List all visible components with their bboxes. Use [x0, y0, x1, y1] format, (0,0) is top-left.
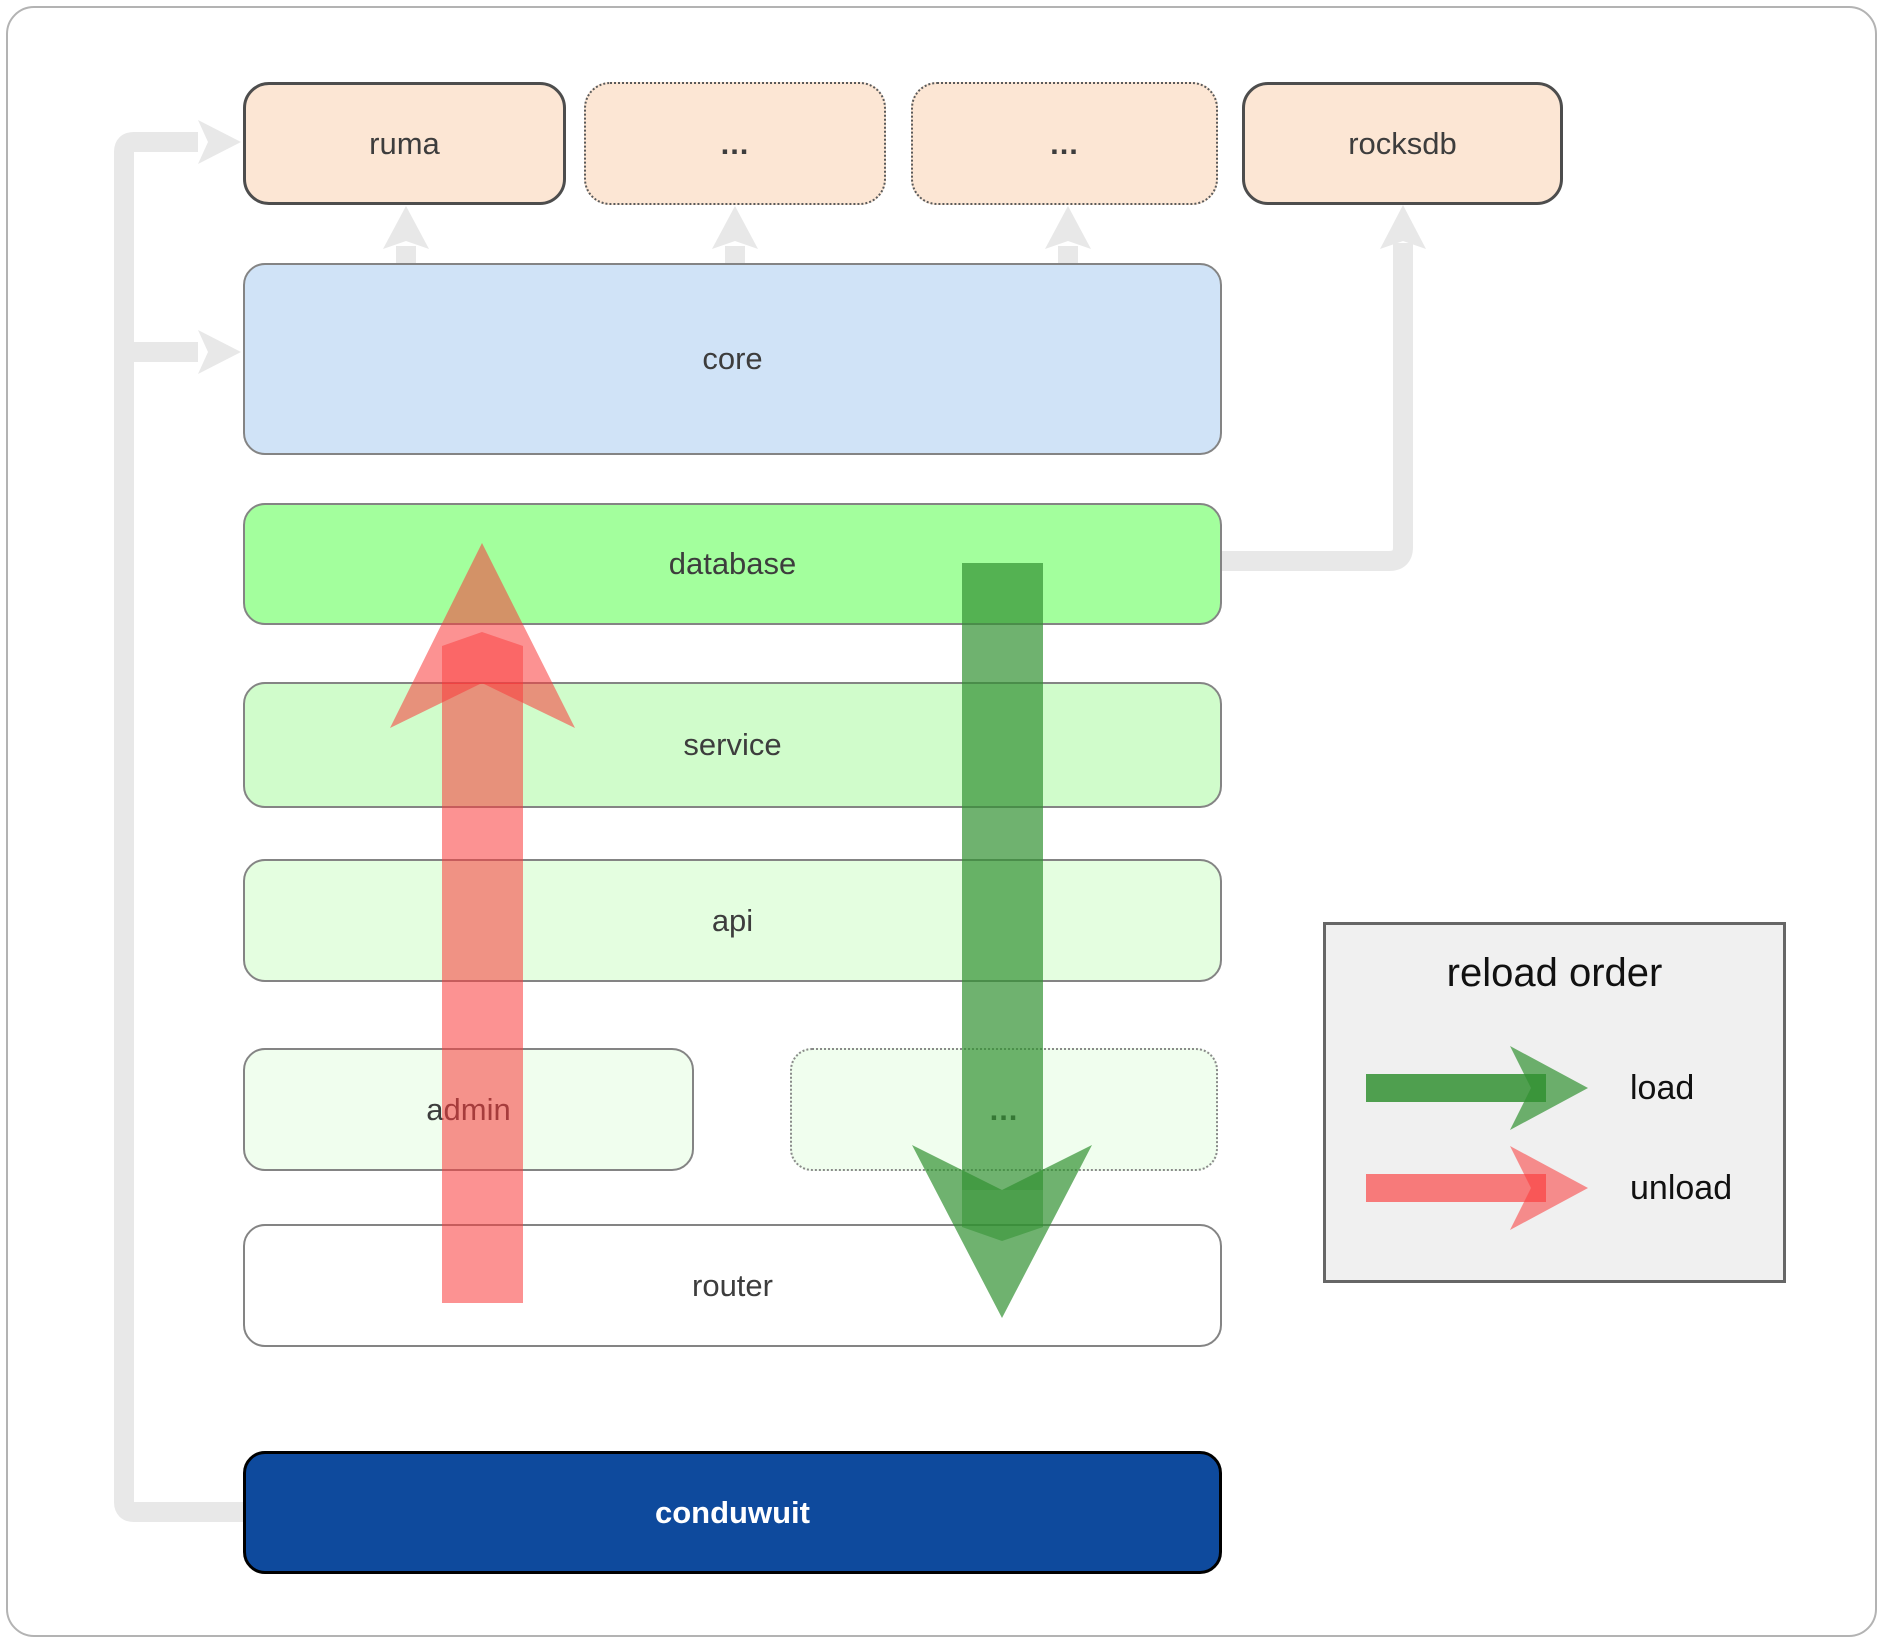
node-ruma: ruma [243, 82, 566, 205]
legend-unload-label: unload [1630, 1168, 1733, 1207]
node-api: api [243, 859, 1222, 982]
node-core-label: core [702, 341, 763, 376]
node-rocksdb-label: rocksdb [1348, 125, 1457, 161]
node-conduwuit: conduwuit [243, 1451, 1222, 1574]
node-dependency-ellipsis-2: ... [911, 82, 1218, 205]
unload-arrow-icon [1366, 1146, 1588, 1230]
node-conduwuit-label: conduwuit [655, 1494, 810, 1530]
node-database-label: database [668, 546, 797, 581]
node-dependency-ellipsis-1-label: ... [720, 125, 750, 161]
node-dependency-ellipsis-2-label: ... [1050, 125, 1079, 161]
node-database: database [243, 503, 1222, 625]
node-admin: admin [243, 1048, 694, 1171]
node-api-label: api [711, 902, 754, 938]
node-service-label: service [683, 727, 782, 762]
legend-row-load: load [1326, 1043, 1783, 1133]
node-service: service [243, 682, 1222, 808]
node-dependency-ellipsis-1: ... [584, 82, 886, 205]
node-admin-label: admin [426, 1091, 511, 1127]
node-more-services-ellipsis: ... [790, 1048, 1218, 1171]
node-ruma-label: ruma [369, 125, 440, 161]
legend-title: reload order [1446, 951, 1663, 995]
legend-reload-order: reload order load unload [1323, 922, 1786, 1283]
node-router-label: router [692, 1267, 773, 1303]
node-router: router [243, 1224, 1222, 1347]
node-rocksdb: rocksdb [1242, 82, 1563, 205]
load-arrow-icon [1366, 1046, 1588, 1130]
legend-row-unload: unload [1326, 1143, 1783, 1233]
outer-frame [6, 6, 1877, 1637]
node-more-services-label: ... [989, 1091, 1019, 1127]
node-core: core [243, 263, 1222, 455]
legend-load-label: load [1630, 1068, 1695, 1107]
